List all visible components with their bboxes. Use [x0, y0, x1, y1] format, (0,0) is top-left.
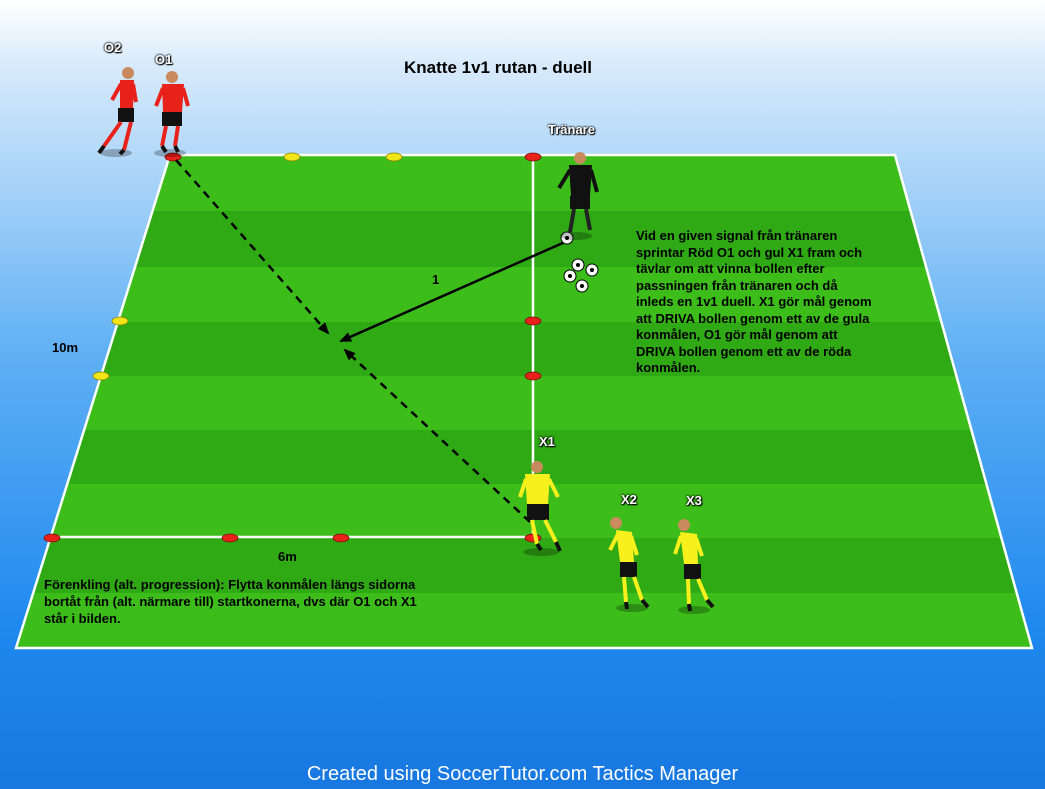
label-o1: O1 [155, 52, 173, 67]
cone-red [524, 152, 542, 162]
balls [560, 231, 599, 293]
diagram-title: Knatte 1v1 rutan - duell [404, 58, 592, 77]
cone-red [524, 371, 542, 381]
label-x3: X3 [686, 493, 702, 508]
player-x3-figure [673, 519, 715, 614]
progression-note: Förenkling (alt. progression): Flytta ko… [44, 577, 417, 626]
pitch-boundary [14, 153, 1034, 650]
run-arrow-o1 [175, 159, 330, 335]
pass-number-label: 1 [432, 272, 440, 287]
player-o1-figure [154, 71, 190, 157]
ball-icon [563, 269, 577, 283]
cone-red [524, 316, 542, 326]
cone-red [524, 533, 542, 543]
label-o2: O2 [104, 40, 122, 55]
measurement-side: 10m [52, 340, 79, 355]
ball-icon [575, 279, 589, 293]
label-x1: X1 [539, 434, 555, 449]
cone-yellow [283, 152, 301, 162]
label-coach: Tränare [548, 122, 595, 137]
cone-yellow [92, 371, 110, 381]
cone-red [164, 152, 182, 162]
label-x2: X2 [621, 492, 637, 507]
cone-yellow [385, 152, 403, 162]
ball-icon [571, 258, 585, 272]
coach-figure [557, 152, 599, 240]
cone-red [43, 533, 61, 543]
cone-red [221, 533, 239, 543]
player-x2-figure [608, 517, 650, 612]
cone-yellow [111, 316, 129, 326]
player-o2-figure [97, 67, 138, 157]
pitch-grass [16, 155, 1032, 648]
measurement-bottom: 6m [278, 549, 297, 564]
cone-red [332, 533, 350, 543]
player-x1-figure [518, 461, 562, 556]
run-arrow-x1 [343, 348, 531, 523]
cone-markers [43, 152, 542, 543]
footer-credit: Created using SoccerTutor.com Tactics Ma… [306, 763, 739, 785]
ball-icon [560, 231, 574, 245]
drill-description: Vid en given signal från tränaren sprint… [636, 228, 872, 375]
ball-icon [585, 263, 599, 277]
pass-arrow-coach [339, 240, 566, 343]
